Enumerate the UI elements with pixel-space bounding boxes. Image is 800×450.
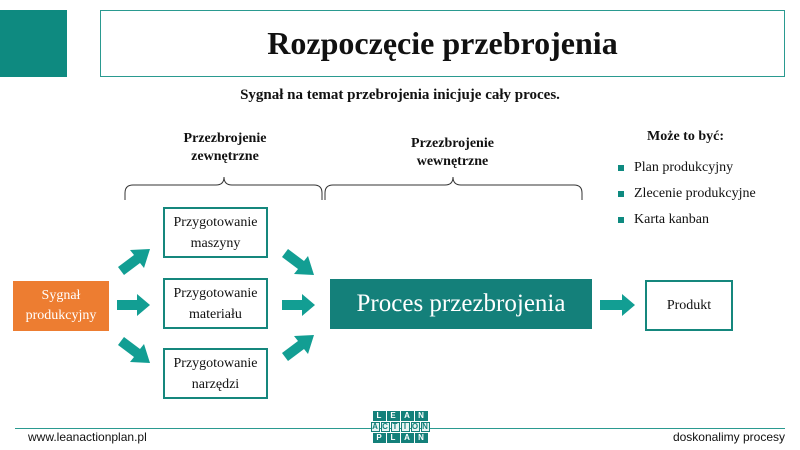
list-item-label: Plan produkcyjny [634,160,734,175]
internal-label-line2: wewnętrzne [416,154,489,169]
prep-tools-line2: narzędzi [191,376,240,392]
internal-brace [324,176,583,200]
footer-website: www.leanactionplan.pl [28,430,147,444]
prep-machine-line1: Przygotowanie [173,214,258,230]
signal-box: Sygnał produkcyjny [13,281,109,331]
arrow-from-tools [282,335,314,361]
prep-tools-line1: Przygotowanie [173,355,258,371]
external-brace [124,176,323,200]
prep-tools-box: Przygotowanie narzędzi [163,348,268,399]
external-label-line2: zewnętrzne [191,149,259,164]
footer-slogan: doskonalimy procesy [672,430,785,444]
product-box: Produkt [645,280,733,331]
process-box: Proces przezbrojenia [330,279,592,329]
footer-divider [15,428,785,429]
signal-line1: Sygnał [41,288,81,303]
prep-material-box: Przygotowanie materiału [163,278,268,329]
examples-list: Plan produkcyjny Zlecenie produkcyjne Ka… [618,155,793,233]
bullet-icon [618,191,624,197]
prep-machine-line2: maszyny [190,235,241,251]
slide-subtitle: Sygnał na temat przebrojenia inicjuje ca… [240,87,560,103]
external-label-line1: Przezbrojenie [183,131,267,146]
list-item: Zlecenie produkcyjne [618,181,793,207]
list-item-label: Zlecenie produkcyjne [634,186,756,201]
arrow-from-material [282,294,315,316]
prep-machine-box: Przygotowanie maszyny [163,207,268,258]
signal-line2: produkcyjny [25,308,97,323]
prep-material-line1: Przygotowanie [173,285,258,301]
arrow-to-machine [118,249,150,275]
arrow-to-tools [118,337,150,363]
examples-heading: Może to być: [647,129,724,144]
arrow-to-product [600,294,635,316]
internal-label-line1: Przezbrojenie [411,136,494,151]
list-item: Karta kanban [618,207,793,233]
list-item-label: Karta kanban [634,212,710,227]
bullet-icon [618,217,624,223]
arrow-from-machine [282,249,314,275]
list-item: Plan produkcyjny [618,155,793,181]
external-label: Przezbrojenie zewnętrzne [160,130,290,166]
prep-material-line2: materiału [189,306,242,322]
arrow-to-material [117,294,150,316]
decorative-square [0,10,67,77]
internal-label: Przezbrojenie wewnętrzne [385,135,520,171]
bullet-icon [618,165,624,171]
slide-title: Rozpoczęcie przebrojenia [100,10,785,77]
